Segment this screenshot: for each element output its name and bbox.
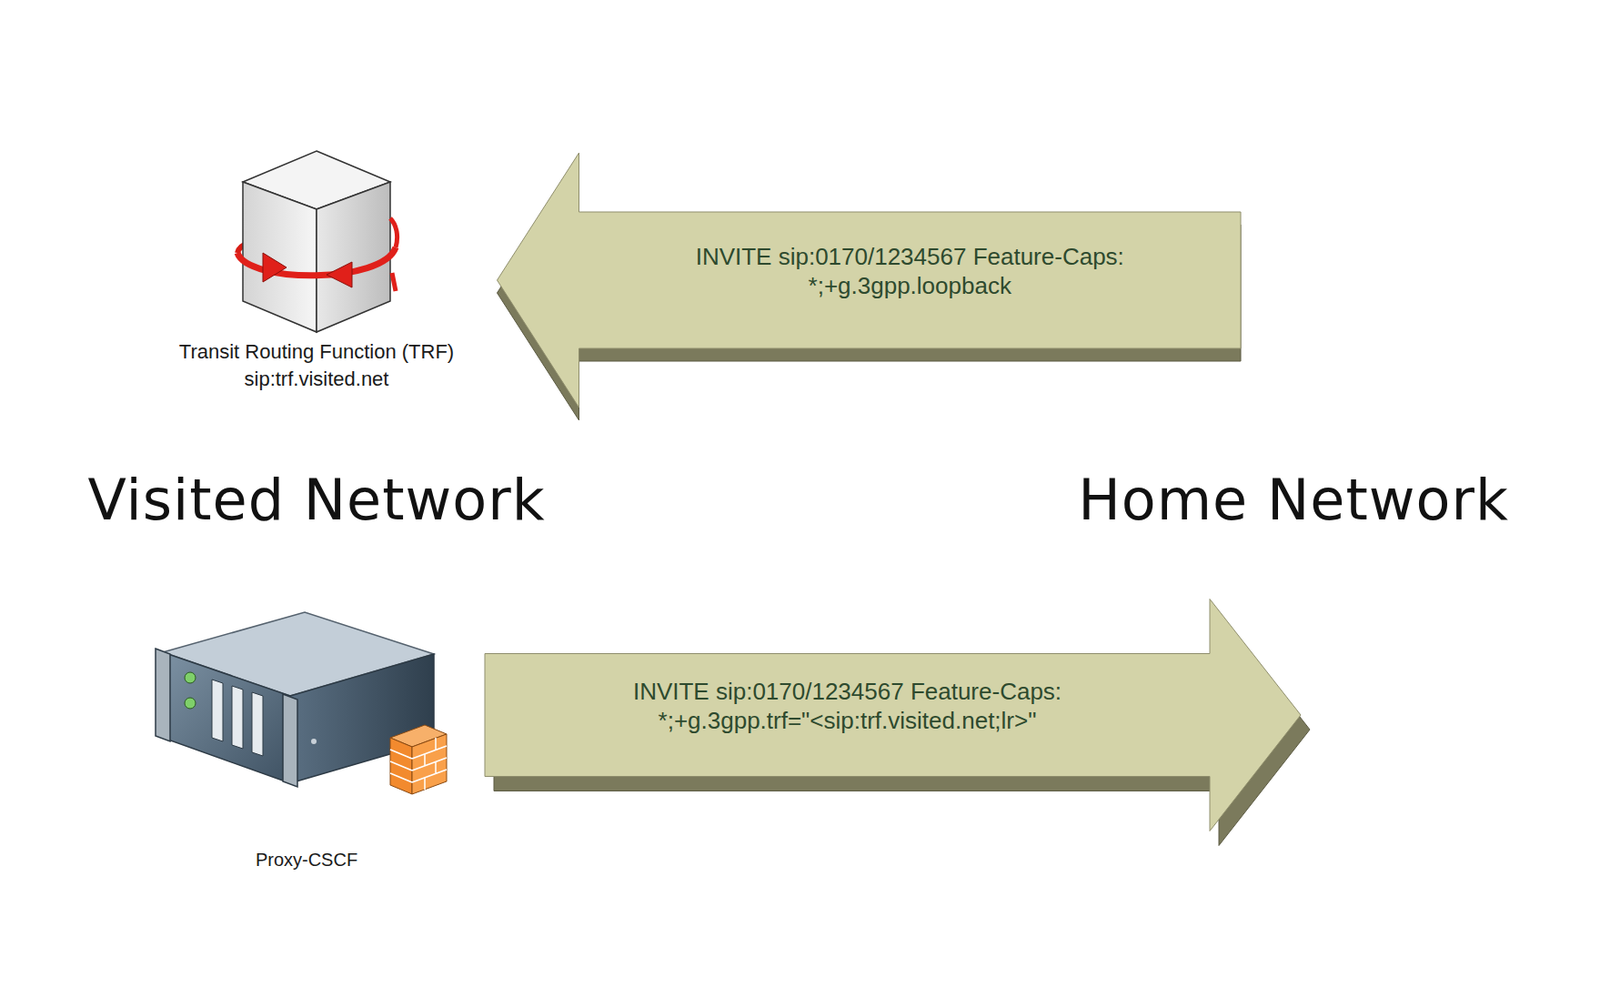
red-arrow-right	[390, 218, 398, 292]
network-title: Home Network	[995, 467, 1592, 534]
trf-server-icon	[230, 145, 403, 337]
server-right-face	[316, 181, 391, 333]
node-label: sip:trf.visited.net	[174, 365, 460, 393]
message-label: INVITE sip:0170/1234567 Feature-Caps: *;…	[682, 241, 1138, 301]
arrow-body	[484, 599, 1301, 832]
block-arrow	[484, 599, 1310, 846]
server-left-face	[242, 181, 317, 333]
message-label: INVITE sip:0170/1234567 Feature-Caps: *;…	[620, 676, 1076, 735]
screw	[311, 738, 317, 745]
node-label: Proxy-CSCF	[151, 845, 462, 874]
server-node: Transit Routing Function (TRF)sip:trf.vi…	[174, 145, 460, 393]
red-arrowhead	[326, 261, 353, 288]
status-led	[184, 697, 196, 709]
drive-bay	[251, 692, 263, 756]
rack-ear	[155, 648, 171, 742]
drive-bay	[211, 679, 223, 742]
network-cloud: Home Network	[995, 7, 1592, 990]
red-arrowhead	[262, 252, 287, 282]
network-cloud: Visited Network Transit Routing Function …	[15, 7, 618, 990]
rack-ear	[282, 694, 298, 787]
status-led	[184, 672, 196, 684]
firewall-icon	[390, 724, 447, 795]
server-node: Proxy-CSCF	[151, 604, 462, 874]
block-arrow	[497, 152, 1242, 421]
proxy-server-icon	[151, 604, 462, 807]
arrow-body	[497, 152, 1242, 408]
drive-bay	[231, 685, 243, 749]
server-front-face	[162, 652, 291, 784]
red-arrow-front	[237, 247, 396, 276]
network-title: Visited Network	[15, 467, 618, 534]
node-label: Transit Routing Function (TRF)	[174, 338, 460, 366]
